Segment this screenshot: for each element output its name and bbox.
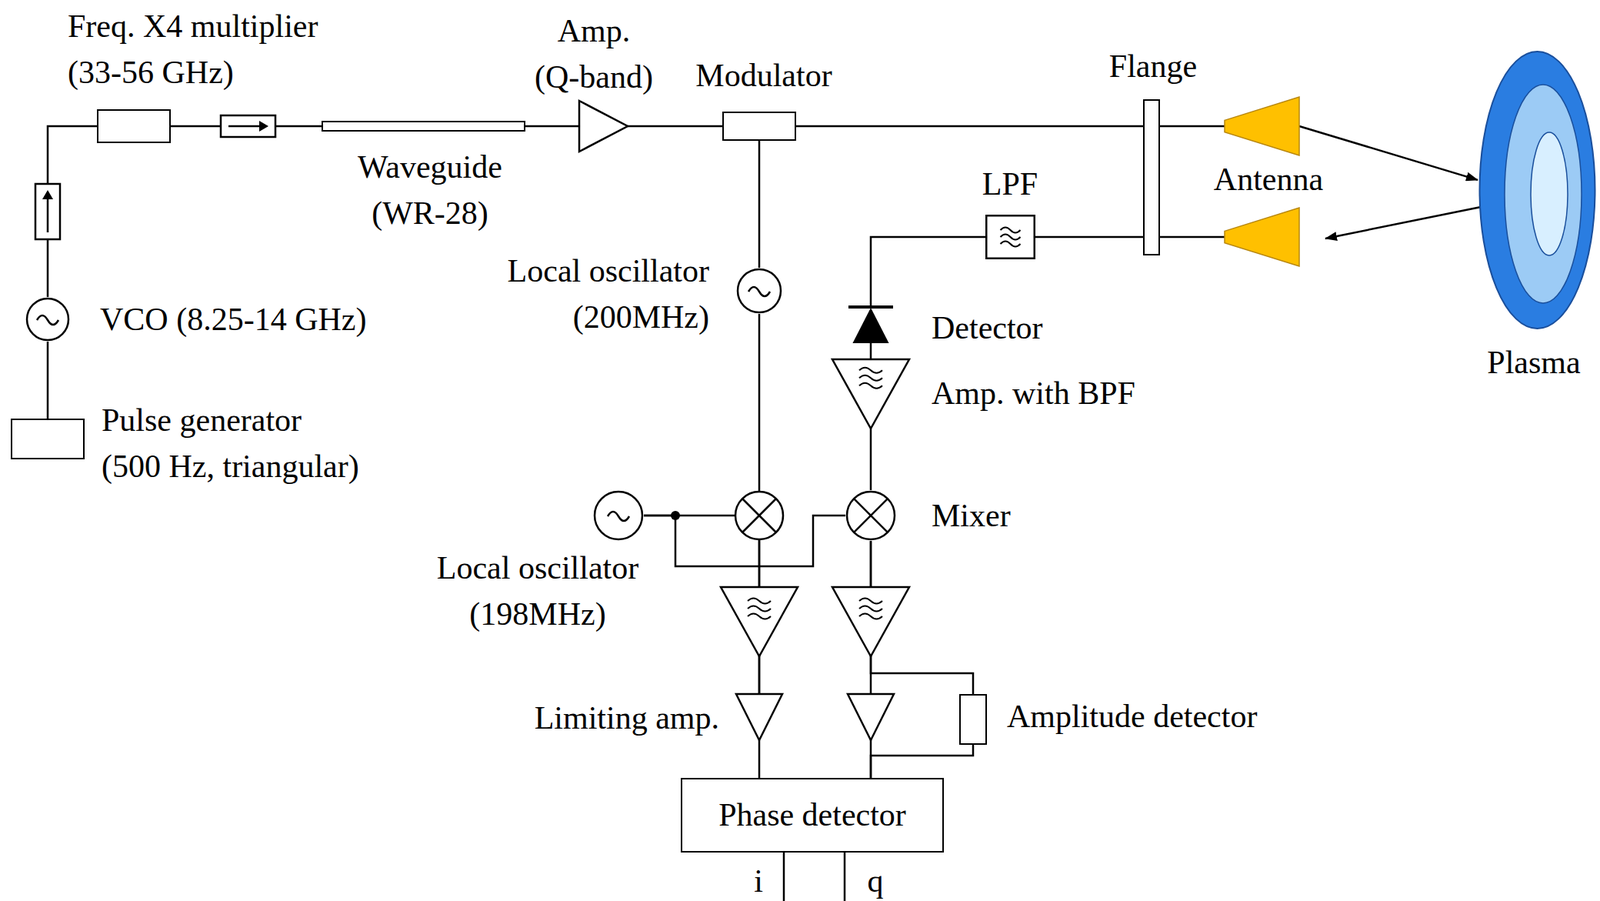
filter-box-outline bbox=[985, 214, 1036, 260]
signal-wire bbox=[758, 740, 761, 778]
diode-symbol-outline bbox=[846, 304, 895, 344]
component-label: LPF bbox=[982, 160, 1038, 207]
filter-mark bbox=[1000, 241, 1021, 247]
signal-wire bbox=[758, 140, 761, 268]
mixer-symbol bbox=[735, 491, 784, 540]
receive-antenna bbox=[1224, 207, 1300, 267]
component-label: Freq. X4 multiplier (33-56 GHz) bbox=[67, 3, 345, 96]
signal-wire bbox=[1299, 126, 1478, 180]
bandpass-amplifier-symbol bbox=[720, 586, 798, 657]
bandpass-amplifier-symbol: Amp. with BPF bbox=[832, 359, 910, 429]
horn-antenna: Antenna bbox=[1224, 96, 1300, 156]
reflected-wave-arrow bbox=[1325, 204, 1493, 239]
output-signal-name: i bbox=[753, 864, 764, 897]
component-label: VCO (8.25-14 GHz) bbox=[100, 296, 367, 343]
component-label: Pulse generator (500 Hz, triangular) bbox=[101, 396, 364, 490]
modulator-box: Modulator bbox=[722, 111, 797, 141]
signal-wire bbox=[870, 744, 974, 778]
signal-wire bbox=[1035, 236, 1144, 239]
filter-mark bbox=[1000, 234, 1021, 240]
component-label: Detector bbox=[931, 304, 1044, 351]
output-wire bbox=[843, 852, 847, 901]
component-label: Phase detector bbox=[682, 791, 943, 838]
filter-mark bbox=[859, 383, 883, 389]
signal-wire bbox=[170, 125, 322, 128]
component-label: Antenna bbox=[1213, 156, 1324, 203]
multiplier-box: Freq. X4 multiplier (33-56 GHz) bbox=[96, 109, 171, 144]
bandpass-amplifier-symbol-outline bbox=[832, 359, 910, 429]
oscillator-symbol: Local oscillator (200MHz) bbox=[736, 267, 783, 314]
oscillator-symbol: Local oscillator (198MHz) bbox=[593, 490, 644, 541]
signal-wire bbox=[870, 236, 986, 305]
signal-wire bbox=[46, 341, 50, 419]
signal-wire bbox=[870, 428, 873, 490]
filter-mark bbox=[859, 367, 883, 374]
oscillator-symbol-outline bbox=[25, 296, 70, 342]
mixer-symbol-outline bbox=[845, 490, 897, 541]
filter-mark bbox=[859, 375, 883, 381]
amplifier-symbol: Limiting amp. bbox=[736, 693, 783, 740]
flange-box: Flange bbox=[1143, 99, 1160, 256]
filter-box: LPF bbox=[985, 214, 1036, 260]
amplifier-symbol: Amp. (Q-band) bbox=[579, 100, 628, 152]
signal-wire bbox=[525, 125, 580, 128]
signal-wire bbox=[796, 125, 1144, 128]
oscillator-symbol-outline bbox=[593, 490, 644, 541]
component-label: Flange bbox=[1109, 43, 1197, 90]
component-label: Amp. with BPF bbox=[931, 370, 1136, 417]
junction-dot bbox=[670, 510, 680, 520]
waveguide-box: Waveguide (WR-28) bbox=[321, 120, 526, 132]
process-box: Phase detector bbox=[680, 777, 944, 853]
component-label: Local oscillator (198MHz) bbox=[426, 544, 650, 637]
plasma-ellipse-outline bbox=[1477, 50, 1597, 330]
amplifier-symbol-outline bbox=[579, 100, 628, 152]
signal-wire bbox=[1160, 125, 1225, 128]
component-label: Plasma bbox=[1486, 339, 1580, 386]
component-label: Mixer bbox=[931, 492, 1011, 539]
component-label: Waveguide (WR-28) bbox=[337, 143, 523, 237]
isolator-symbol bbox=[35, 183, 60, 240]
filter-mark bbox=[1000, 227, 1021, 234]
oscillator-symbol: VCO (8.25-14 GHz) bbox=[25, 296, 70, 342]
generator-box: Pulse generator (500 Hz, triangular) bbox=[10, 418, 85, 460]
detector-box: Amplitude detector bbox=[959, 693, 987, 745]
amplifier-symbol-outline bbox=[736, 693, 783, 740]
component-label: Modulator bbox=[695, 52, 832, 99]
mixer-symbol: Mixer bbox=[845, 490, 897, 541]
component-label: Local oscillator (200MHz) bbox=[486, 247, 710, 340]
feed-wire bbox=[1160, 236, 1225, 239]
component-label: Amplitude detector bbox=[1006, 693, 1257, 740]
oscillator-symbol-outline bbox=[736, 267, 783, 314]
component-label: Amp. (Q-band) bbox=[533, 7, 655, 100]
component-label: Limiting amp. bbox=[534, 694, 720, 741]
diode-symbol: Detector bbox=[846, 304, 895, 344]
amplifier-symbol bbox=[847, 693, 894, 740]
output-wire bbox=[783, 852, 786, 901]
isolator-symbol bbox=[220, 115, 276, 137]
signal-wire bbox=[627, 125, 723, 128]
signal-wire bbox=[870, 343, 873, 360]
bandpass-amplifier-symbol bbox=[832, 586, 910, 657]
plasma-ellipse: Plasma bbox=[1477, 50, 1597, 330]
output-signal-name: q bbox=[867, 864, 884, 897]
horn-antenna-outline bbox=[1224, 96, 1300, 156]
